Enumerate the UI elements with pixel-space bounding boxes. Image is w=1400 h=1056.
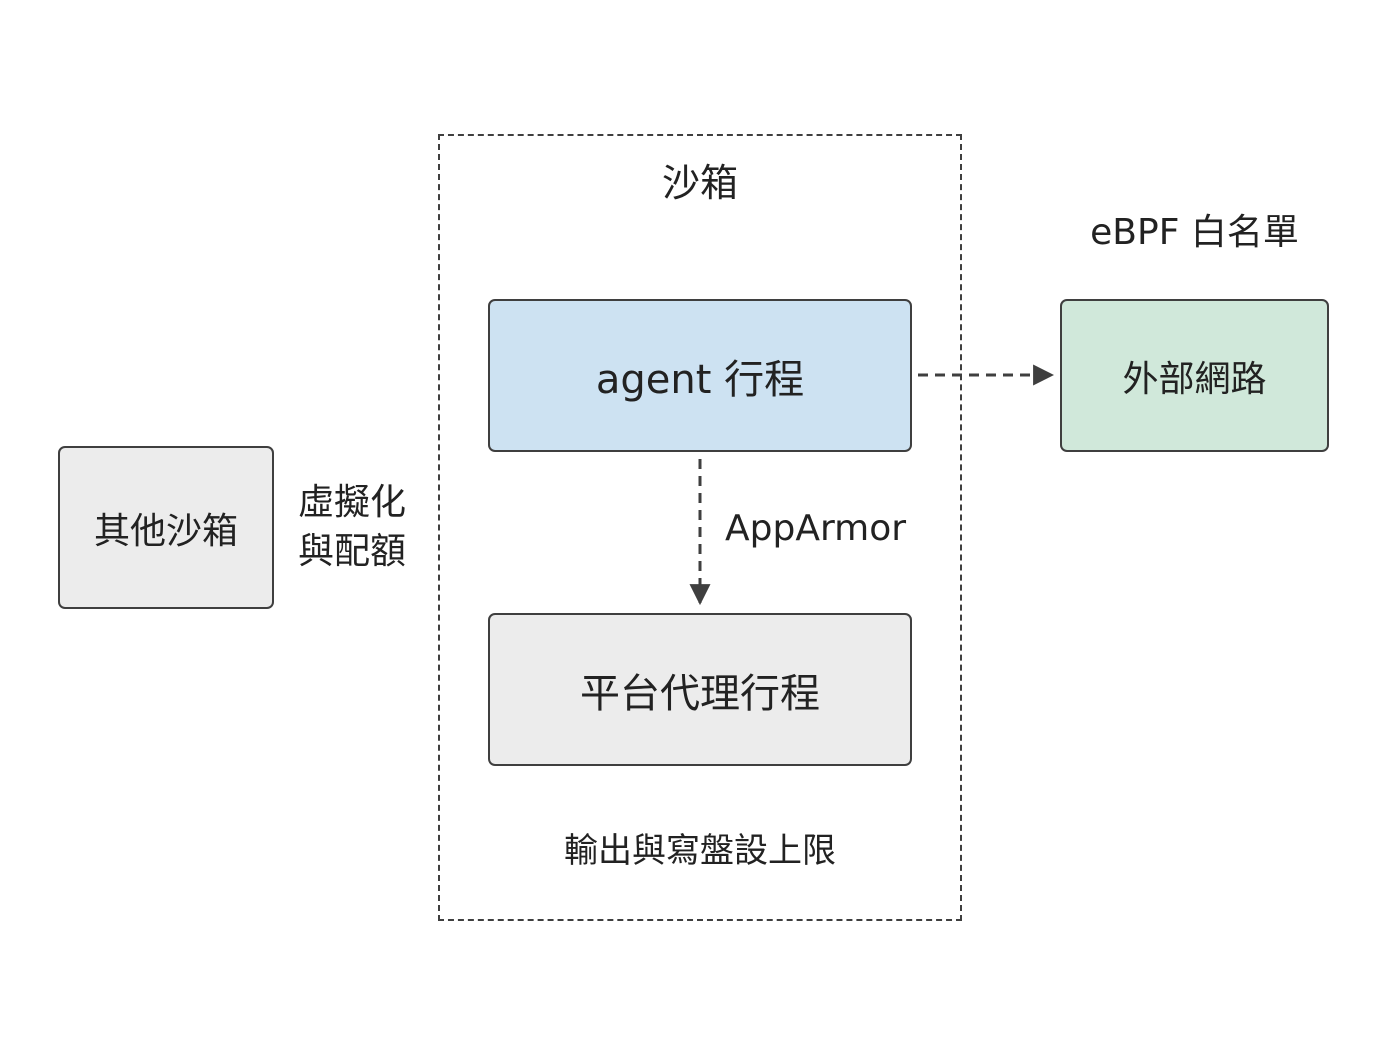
external-network-node: 外部網路 (1060, 299, 1329, 452)
sandbox-footer-note: 輸出與寫盤設上限 (564, 831, 836, 871)
platform-proxy-process-label: 平台代理行程 (580, 670, 820, 717)
other-sandbox-node: 其他沙箱 (58, 446, 274, 609)
sandbox-title: 沙箱 (661, 161, 738, 205)
isolation-note-line-2: 與配額 (298, 531, 407, 572)
sandbox-boundary (438, 134, 962, 921)
isolation-note-line-1: 虛擬化 (298, 482, 407, 523)
ebpf-allowlist-edge-label: eBPF 白名單 (1090, 212, 1299, 253)
agent-process-node: agent 行程 (488, 299, 912, 452)
apparmor-edge-label: AppArmor (725, 508, 907, 549)
other-sandbox-label: 其他沙箱 (93, 510, 238, 552)
agent-process-label: agent 行程 (595, 356, 805, 403)
platform-proxy-process-node: 平台代理行程 (488, 613, 912, 766)
external-network-label: 外部網路 (1122, 358, 1267, 400)
